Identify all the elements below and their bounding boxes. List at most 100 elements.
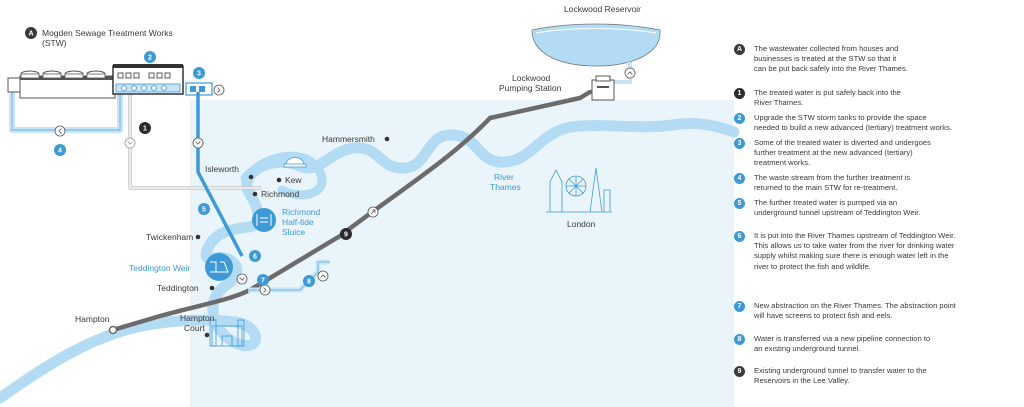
map-badge-2: 2	[144, 51, 156, 63]
kew-gardens-icon	[283, 157, 307, 168]
legend-badge: 1	[734, 88, 745, 99]
stw-tanks	[7, 70, 116, 99]
svg-text:4: 4	[58, 148, 62, 155]
map-badge-7: 7	[257, 274, 269, 286]
legend-text: New abstraction on the River Thames. The…	[754, 301, 1022, 321]
place-dot	[252, 191, 258, 197]
chevron-right-icon	[213, 84, 225, 96]
svg-text:1: 1	[143, 126, 147, 133]
hampton-node	[108, 325, 118, 335]
map-badge-8: 8	[303, 275, 315, 287]
hampton-court-icon	[209, 319, 245, 347]
legend-text-line: New abstraction on the River Thames. The…	[754, 301, 956, 310]
stw-title-line2: (STW)	[42, 38, 67, 48]
legend-text-line: Some of the treated water is diverted an…	[754, 138, 931, 147]
legend-text-line: Upgrade the STW storm tanks to provide t…	[754, 113, 927, 122]
svg-text:7: 7	[261, 278, 265, 285]
legend-badge: 2	[734, 113, 745, 124]
map-badge-5: 5	[198, 203, 210, 215]
legend-text: It is put into the River Thames upstream…	[754, 231, 1022, 272]
map-badge-6: 6	[249, 250, 261, 262]
stw-building	[112, 64, 184, 95]
legend-text: Existing underground tunnel to transfer …	[754, 366, 1022, 386]
legend-badge: 3	[734, 138, 745, 149]
map-badge-A: A	[25, 27, 37, 39]
weir-icon	[205, 253, 233, 281]
map-badge-9: 9	[340, 228, 352, 240]
chevron-right-icon	[259, 284, 271, 296]
legend-text-line: supply whilst making sure there is enoug…	[754, 251, 949, 261]
existing-tunnel	[110, 89, 593, 333]
lockwood-reservoir	[531, 23, 661, 67]
legend-text-line: The waste stream from the further treatm…	[754, 173, 911, 182]
legend-text-line: river to protect the fish and wildlife.	[754, 261, 871, 271]
chevron-down-icon	[236, 273, 248, 285]
legend-text-line: businesses is treated at the STW so that…	[754, 54, 897, 64]
svg-text:A: A	[28, 31, 33, 38]
svg-text:5: 5	[202, 207, 206, 214]
legend-text: The wastewater collected from houses and…	[754, 44, 1022, 75]
legend-text-line: It is put into the River Thames upstream…	[754, 231, 956, 240]
label-richmond-sluice-3: Sluice	[282, 227, 305, 237]
legend-badge: 5	[734, 198, 745, 209]
label-lockwood-pumping-1: Lockwood	[512, 73, 551, 83]
place-dot	[195, 234, 201, 240]
label-richmond: Richmond	[261, 189, 300, 199]
label-lockwood-pumping-2: Pumping Station	[499, 83, 562, 93]
label-hampton: Hampton	[75, 314, 110, 324]
legend-text-line: underground tunnel upstream of Teddingto…	[754, 208, 921, 218]
svg-text:9: 9	[344, 232, 348, 239]
legend-badge: 6	[734, 231, 745, 242]
map-badge-1: 1	[139, 122, 151, 134]
river-kew-loop	[240, 151, 327, 200]
legend-text: The treated water is put safely back int…	[754, 88, 1022, 108]
stw-title-line1: Mogden Sewage Treatment Works	[42, 28, 173, 38]
legend-text-line: The treated water is put safely back int…	[754, 88, 901, 97]
legend-badge: 4	[734, 173, 745, 184]
svg-text:8: 8	[307, 279, 311, 286]
label-teddington-weir: Teddington Weir	[129, 263, 190, 273]
legend-text-line: returned to the main STW for re-treatmen…	[754, 183, 898, 193]
legend-text-line: Water is transferred via a new pipeline …	[754, 334, 931, 343]
chevron-up-icon	[317, 270, 329, 282]
label-lockwood-reservoir: Lockwood Reservoir	[564, 4, 641, 14]
legend-text: The waste stream from the further treatm…	[754, 173, 1022, 193]
london-skyline-icon	[546, 167, 612, 213]
new-tunnel	[196, 92, 244, 257]
label-richmond-sluice-1: Richmond	[282, 207, 321, 217]
label-river-2: Thames	[490, 182, 521, 192]
label-teddington: Teddington	[157, 283, 199, 293]
legend-text-line: will have screens to protect fish and ee…	[754, 311, 893, 321]
chevron-up-icon	[624, 67, 636, 79]
svg-text:6: 6	[253, 254, 257, 261]
place-dot	[204, 332, 210, 338]
chevron-left-icon	[54, 125, 66, 137]
legend-text-line: The wastewater collected from houses and	[754, 44, 899, 53]
legend-text-line: Reservoirs in the Lee Valley.	[754, 376, 850, 386]
legend-text-line: treatment works.	[754, 158, 811, 168]
label-richmond-sluice-2: Half-tide	[282, 217, 314, 227]
place-dot	[209, 285, 215, 291]
legend-text: Water is transferred via a new pipeline …	[754, 334, 1022, 354]
label-kew: Kew	[285, 175, 302, 185]
place-dot	[248, 174, 254, 180]
legend-text: Upgrade the STW storm tanks to provide t…	[754, 113, 1022, 133]
chevron-down-icon	[192, 137, 204, 149]
legend-text-line: The further treated water is pumped via …	[754, 198, 898, 207]
chevron-down-icon	[124, 137, 136, 149]
label-hammersmith: Hammersmith	[322, 134, 375, 144]
pumping-station-building	[591, 75, 615, 101]
label-hampton-court-1: Hampton	[180, 313, 215, 323]
legend-badge: A	[734, 44, 745, 55]
map-badge-4: 4	[54, 144, 66, 156]
legend-text-line: further treatment at the new advanced (t…	[754, 148, 913, 158]
legend-text-line: an existing underground tunnel.	[754, 344, 861, 354]
label-twickenham: Twickenham	[146, 232, 193, 242]
legend-text-line: This allows us to take water from the ri…	[754, 241, 955, 251]
place-dot	[276, 177, 282, 183]
map-area	[190, 100, 734, 407]
legend-text: The further treated water is pumped via …	[754, 198, 1022, 218]
label-isleworth: Isleworth	[205, 164, 239, 174]
legend-badge: 9	[734, 366, 745, 377]
